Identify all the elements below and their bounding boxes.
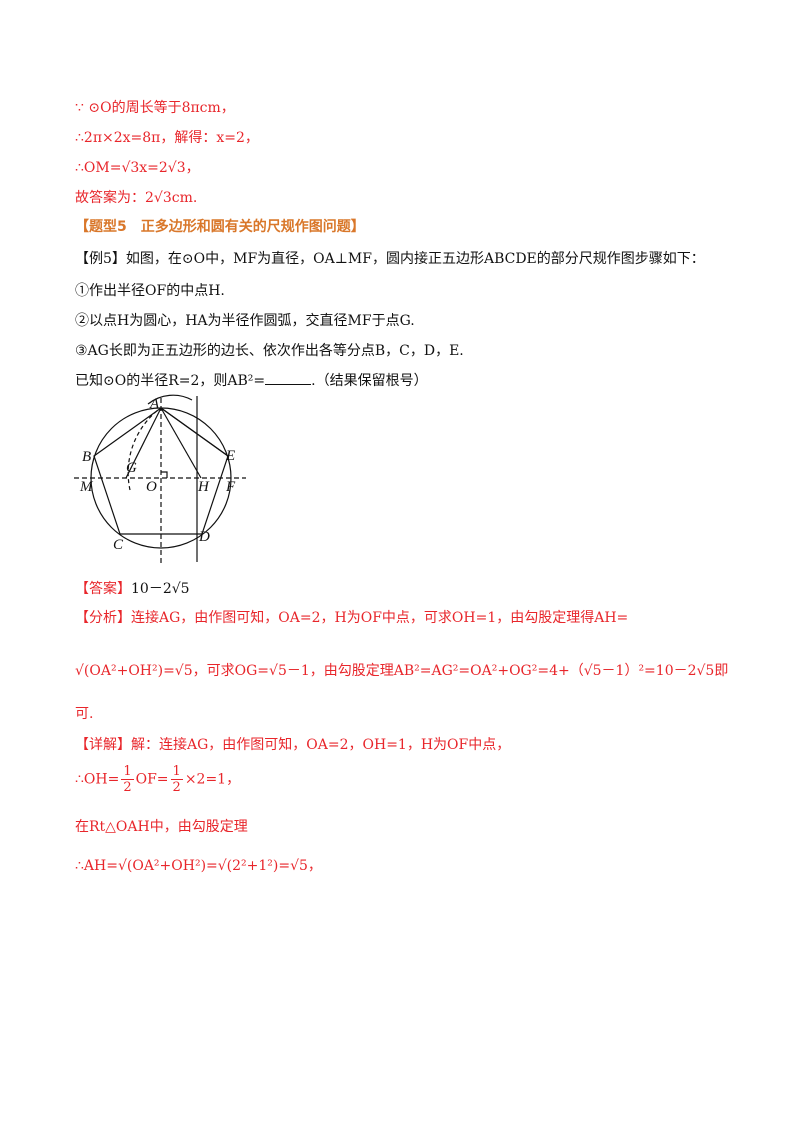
- fraction-denominator: 2: [123, 780, 132, 795]
- label-f: F: [225, 479, 236, 495]
- fraction-numerator: 1: [170, 764, 183, 780]
- segment-ah: [160, 407, 202, 479]
- fraction-numerator: 1: [121, 764, 134, 780]
- example-step-2: ②以点H为圆心，HA为半径作圆弧，交直径MF于点G.: [75, 313, 415, 329]
- label-g: G: [126, 460, 137, 476]
- solution-line-1: ∵ ⊙O的周长等于8πcm，: [75, 100, 235, 116]
- answer-blank: [265, 372, 312, 385]
- construction-arc-top: [147, 394, 193, 405]
- label-d: D: [198, 529, 210, 545]
- answer-value: 10－2√5: [131, 581, 190, 597]
- geometry-figure: A B C D E F G H M O: [74, 394, 246, 564]
- label-a: A: [149, 396, 160, 412]
- detail-text-1: 解：连接AG，由作图可知，OA=2，OH=1，H为OF中点，: [131, 737, 511, 753]
- detail-tag: 【详解】: [75, 737, 131, 753]
- section-heading: 【题型5 正多边形和圆有关的尺规作图问题】: [75, 219, 365, 235]
- example-question: 已知⊙O的半径R=2，则AB²= .（结果保留根号）: [75, 370, 428, 390]
- analysis-tag: 【分析】: [75, 610, 131, 626]
- analysis-line-2: √(OA²+OH²)=√5，可求OG=√5－1，由勾股定理AB²=AG²=OA²…: [75, 663, 729, 679]
- answer-tag: 【答案】: [75, 581, 131, 597]
- detail-line-4: ∴AH=√(OA²+OH²)=√(2²+1²)=√5，: [75, 858, 322, 874]
- detail-line-3: 在Rt△OAH中，由勾股定理: [75, 819, 248, 835]
- detail-line-1: 【详解】解：连接AG，由作图可知，OA=2，OH=1，H为OF中点，: [75, 734, 510, 754]
- solution-line-4: 故答案为：2√3cm.: [75, 190, 198, 206]
- segment-ae: [160, 407, 229, 457]
- question-text-b: .（结果保留根号）: [311, 373, 428, 389]
- solution-line-3: ∴OM=√3x=2√3，: [75, 160, 200, 176]
- example-intro: 【例5】如图，在⊙O中，MF为直径，OA⊥MF，圆内接正五边形ABCDE的部分尺…: [75, 251, 705, 267]
- label-h: H: [197, 479, 210, 495]
- example-step-3: ③AG长即为正五边形的边长、依次作出各等分点B，C，D，E.: [75, 343, 464, 359]
- solution-line-2: ∴2π×2x=8π，解得：x=2，: [75, 130, 259, 146]
- analysis-line-3: 可.: [75, 706, 94, 722]
- answer-row: 【答案】10－2√5: [75, 578, 190, 598]
- segment-ag: [125, 407, 162, 479]
- detail-oh-suffix: ×2=1，: [184, 771, 241, 788]
- right-angle-mark: [161, 471, 168, 478]
- analysis-line-1: 【分析】连接AG，由作图可知，OA=2，H为OF中点，可求OH=1，由勾股定理得…: [75, 607, 628, 627]
- label-e: E: [225, 448, 235, 464]
- label-b: B: [82, 449, 91, 465]
- label-c: C: [113, 537, 124, 553]
- question-text-a: 已知⊙O的半径R=2，则AB²=: [75, 373, 266, 389]
- label-o: O: [146, 479, 157, 495]
- detail-oh-mid: OF=: [135, 771, 169, 788]
- label-m: M: [79, 479, 94, 495]
- detail-oh-prefix: ∴OH=: [75, 771, 120, 788]
- example-step-1: ①作出半径OF的中点H.: [75, 283, 225, 299]
- construction-arc: [127, 409, 159, 491]
- fraction-denominator: 2: [172, 780, 181, 795]
- analysis-text-1: 连接AG，由作图可知，OA=2，H为OF中点，可求OH=1，由勾股定理得AH=: [131, 610, 629, 626]
